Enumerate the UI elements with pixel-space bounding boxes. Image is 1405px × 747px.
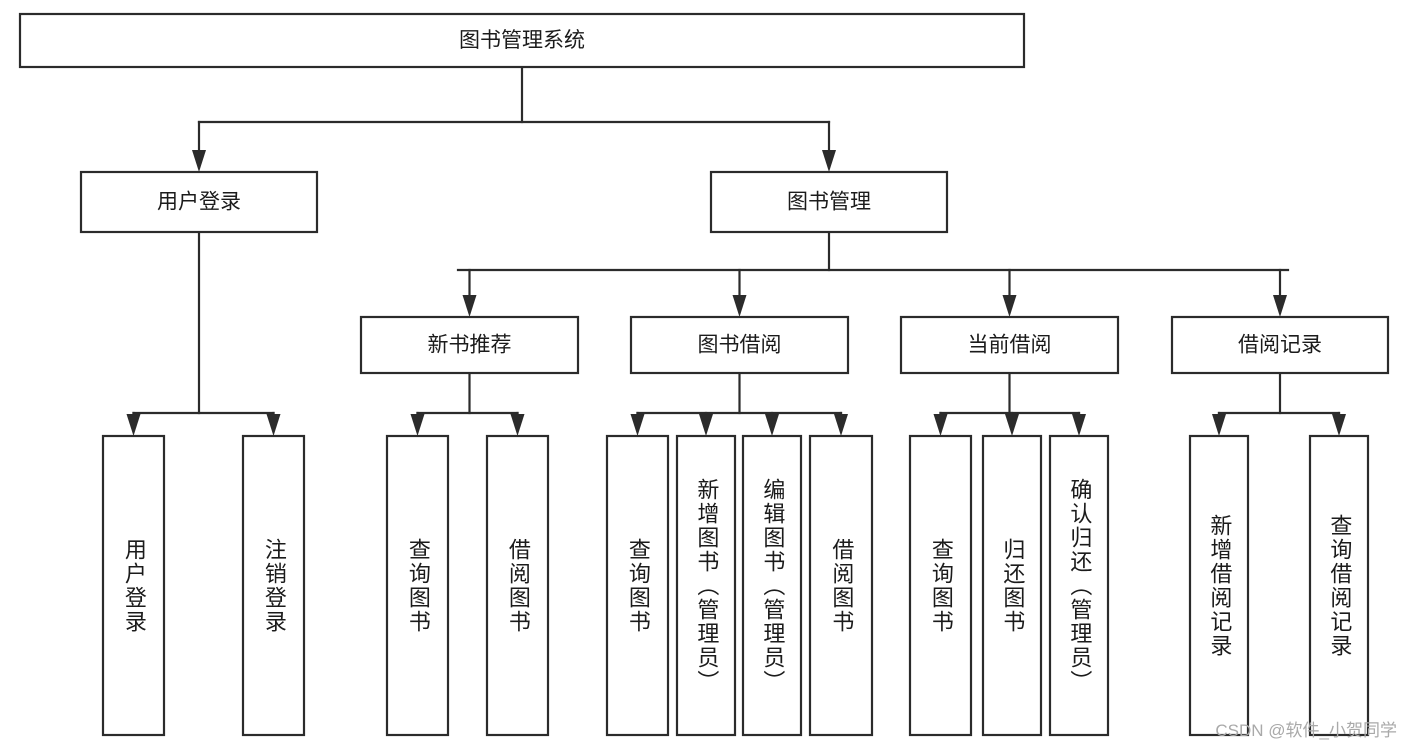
node-leaf-2[interactable] bbox=[385, 434, 450, 737]
node-rect[interactable] bbox=[1170, 315, 1390, 375]
node-level2-label-1: 图书管理 bbox=[787, 191, 871, 214]
node-level3-1[interactable] bbox=[629, 315, 850, 375]
node-level3-label-3: 借阅记录 bbox=[1238, 334, 1322, 357]
node-rect[interactable] bbox=[1308, 434, 1370, 737]
arrow-head-icon bbox=[1332, 414, 1346, 436]
arrow-head-icon bbox=[1002, 295, 1017, 317]
node-boxes bbox=[18, 12, 1390, 737]
node-level2-label-0: 用户登录 bbox=[157, 191, 241, 214]
node-rect[interactable] bbox=[741, 434, 803, 737]
node-rect[interactable] bbox=[899, 315, 1120, 375]
arrow-head-icon bbox=[410, 414, 425, 436]
node-level3-label-1: 图书借阅 bbox=[698, 334, 782, 357]
node-root-label: 图书管理系统 bbox=[459, 29, 585, 52]
node-level3-3[interactable] bbox=[1170, 315, 1390, 375]
watermark-text: CSDN @软件_小贺同学 bbox=[1215, 721, 1397, 740]
arrow-head-icon bbox=[192, 150, 206, 172]
arrow-head-icon bbox=[765, 414, 779, 436]
arrow-head-icon bbox=[933, 414, 948, 436]
arrow-head-icon bbox=[732, 295, 747, 317]
node-leaf-0[interactable] bbox=[101, 434, 166, 737]
node-rect[interactable] bbox=[675, 434, 737, 737]
node-leaf-11[interactable] bbox=[1188, 434, 1250, 737]
node-rect[interactable] bbox=[79, 170, 319, 234]
arrow-head-icon bbox=[1005, 414, 1019, 436]
node-level2-1[interactable] bbox=[709, 170, 949, 234]
node-leaf-12[interactable] bbox=[1308, 434, 1370, 737]
node-rect[interactable] bbox=[18, 12, 1026, 69]
arrow-head-icon bbox=[822, 150, 836, 172]
node-leaf-8[interactable] bbox=[908, 434, 973, 737]
node-rect[interactable] bbox=[709, 170, 949, 234]
node-leaf-9[interactable] bbox=[981, 434, 1043, 737]
node-leaf-3[interactable] bbox=[485, 434, 550, 737]
node-leaf-10[interactable] bbox=[1048, 434, 1110, 737]
node-leaf-1[interactable] bbox=[241, 434, 306, 737]
node-rect[interactable] bbox=[241, 434, 306, 737]
node-leaf-5[interactable] bbox=[675, 434, 737, 737]
node-rect[interactable] bbox=[101, 434, 166, 737]
arrow-head-icon bbox=[1273, 295, 1287, 317]
arrow-head-icon bbox=[462, 295, 477, 317]
arrow-head-icon bbox=[630, 414, 645, 436]
arrow-head-icon bbox=[266, 414, 281, 436]
node-leaf-7[interactable] bbox=[808, 434, 874, 737]
node-level3-2[interactable] bbox=[899, 315, 1120, 375]
node-rect[interactable] bbox=[1188, 434, 1250, 737]
node-rect[interactable] bbox=[981, 434, 1043, 737]
node-level3-0[interactable] bbox=[359, 315, 580, 375]
arrow-head-icon bbox=[1212, 414, 1226, 436]
node-rect[interactable] bbox=[908, 434, 973, 737]
arrow-head-icon bbox=[834, 414, 848, 436]
node-rect[interactable] bbox=[359, 315, 580, 375]
node-rect[interactable] bbox=[1048, 434, 1110, 737]
node-leaf-4[interactable] bbox=[605, 434, 670, 737]
arrow-head-icon bbox=[126, 414, 141, 436]
arrow-head-icon bbox=[1072, 414, 1086, 436]
node-rect[interactable] bbox=[808, 434, 874, 737]
arrow-head-icon bbox=[510, 414, 525, 436]
node-level3-label-2: 当前借阅 bbox=[968, 334, 1052, 357]
connector-edges bbox=[126, 65, 1346, 436]
node-root[interactable] bbox=[18, 12, 1026, 69]
node-rect[interactable] bbox=[385, 434, 450, 737]
node-rect[interactable] bbox=[485, 434, 550, 737]
node-rect[interactable] bbox=[605, 434, 670, 737]
arrow-head-icon bbox=[699, 414, 713, 436]
node-leaf-6[interactable] bbox=[741, 434, 803, 737]
node-rect[interactable] bbox=[629, 315, 850, 375]
node-level2-0[interactable] bbox=[79, 170, 319, 234]
node-level3-label-0: 新书推荐 bbox=[428, 334, 512, 357]
